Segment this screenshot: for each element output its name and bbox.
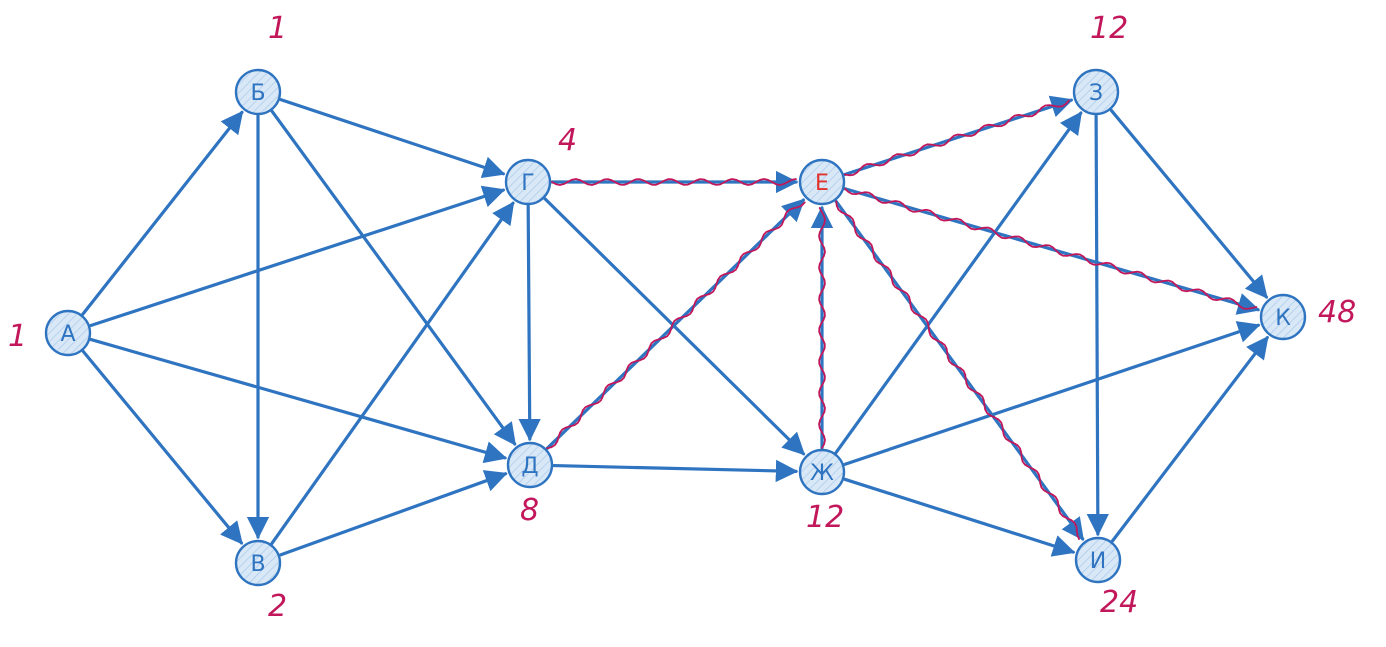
edges-layer xyxy=(81,95,1269,557)
node-circle-z xyxy=(1072,68,1120,116)
node-circle-i xyxy=(1074,536,1122,584)
path-zh-e xyxy=(818,207,826,449)
path-g-e xyxy=(551,178,797,186)
node-label-d: Д xyxy=(521,454,538,479)
edge-e-z xyxy=(843,95,1074,177)
node-v: В xyxy=(234,539,282,587)
node-e: Е xyxy=(798,158,846,206)
count-label-b: 1 xyxy=(268,11,287,46)
edge-v-g xyxy=(270,201,515,546)
node-label-b: Б xyxy=(250,81,265,106)
edge-b-d xyxy=(270,109,517,446)
edge-a-b xyxy=(81,110,244,316)
edge-zh-i xyxy=(843,477,1076,557)
node-circle-e xyxy=(798,158,846,206)
node-zh: Ж xyxy=(798,448,846,496)
count-label-d: 8 xyxy=(520,493,539,528)
node-circle-v xyxy=(234,539,282,587)
edge-a-d xyxy=(89,337,508,464)
edge-d-zh xyxy=(552,459,799,483)
count-label-a: 1 xyxy=(8,319,27,354)
path-e-z xyxy=(843,99,1070,177)
node-circle-k xyxy=(1259,293,1307,341)
node-label-e: Е xyxy=(815,171,829,196)
edge-i-k xyxy=(1110,335,1269,543)
node-b: Б xyxy=(234,68,282,116)
highlighted-path-layer xyxy=(546,99,1258,540)
node-label-g: Г xyxy=(521,171,534,196)
node-z: З xyxy=(1072,68,1120,116)
node-label-k: К xyxy=(1275,306,1291,331)
edge-a-v xyxy=(81,349,244,545)
node-circle-zh xyxy=(798,448,846,496)
node-circle-b xyxy=(234,68,282,116)
path-e-k xyxy=(844,187,1258,310)
node-label-a: А xyxy=(60,322,75,347)
nodes-layer: А Б В Г Д Е Ж З И К xyxy=(44,68,1307,587)
node-d: Д xyxy=(506,441,554,489)
edge-z-i xyxy=(1086,114,1110,537)
node-label-v: В xyxy=(250,552,265,577)
count-label-zh: 12 xyxy=(806,500,844,535)
edge-zh-z xyxy=(834,111,1083,455)
node-label-z: З xyxy=(1089,81,1103,106)
count-label-v: 2 xyxy=(268,589,287,624)
edge-a-g xyxy=(89,185,506,328)
edge-e-i xyxy=(834,199,1085,541)
node-circle-d xyxy=(506,441,554,489)
count-label-g: 4 xyxy=(558,123,577,158)
edge-g-d xyxy=(518,204,541,442)
count-label-z: 12 xyxy=(1090,11,1128,46)
node-g: Г xyxy=(504,158,552,206)
node-circle-a xyxy=(44,309,92,357)
count-label-k: 48 xyxy=(1318,295,1356,330)
edge-zh-k xyxy=(843,321,1261,466)
edge-v-d xyxy=(278,470,508,557)
path-d-e xyxy=(546,201,806,450)
edge-e-k xyxy=(843,187,1261,315)
node-k: К xyxy=(1259,293,1307,341)
count-label-i: 24 xyxy=(1100,585,1138,620)
node-i: И xyxy=(1074,536,1122,584)
node-circle-g xyxy=(504,158,552,206)
path-e-i xyxy=(835,200,1080,540)
node-label-zh: Ж xyxy=(810,461,834,486)
edge-z-k xyxy=(1109,108,1268,299)
node-label-i: И xyxy=(1090,549,1106,574)
edge-b-g xyxy=(279,97,506,179)
node-a: А xyxy=(44,309,92,357)
